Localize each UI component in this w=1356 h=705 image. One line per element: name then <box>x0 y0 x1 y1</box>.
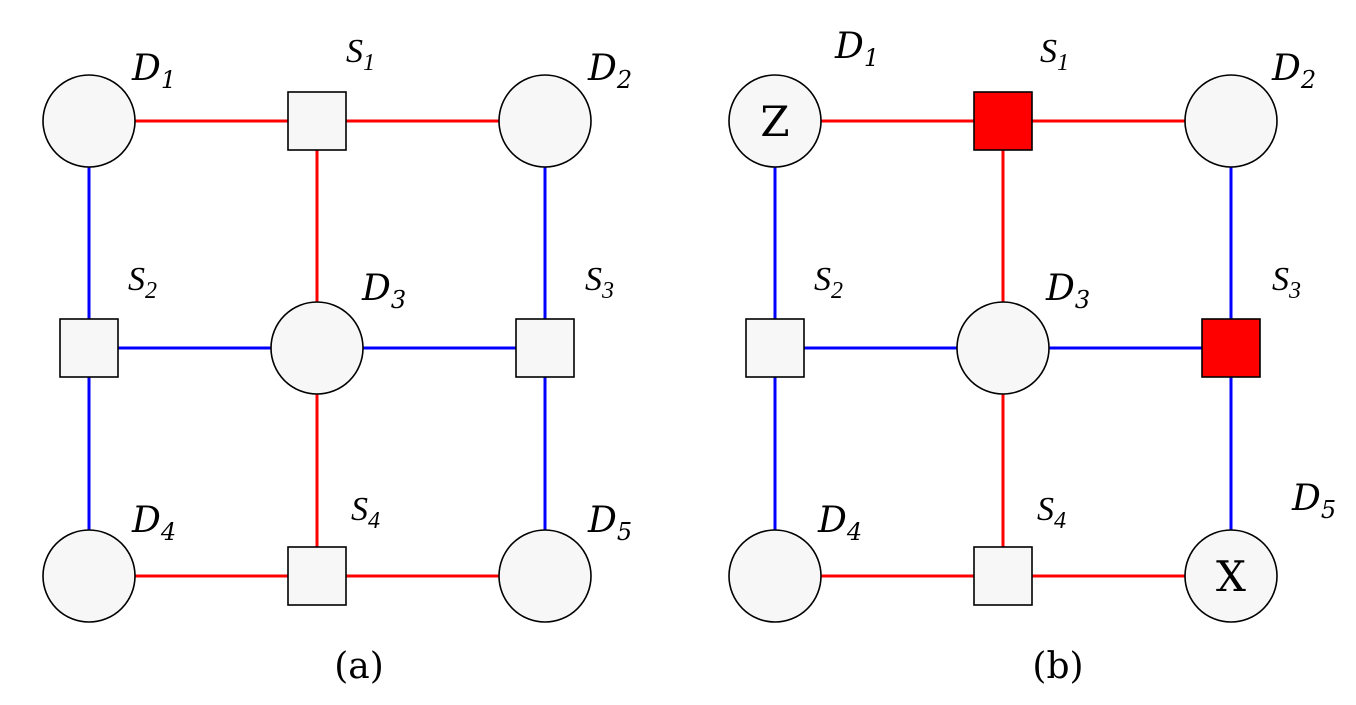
data-qubit-d1 <box>728 74 822 168</box>
panel-caption: (a) <box>334 646 384 687</box>
data-qubit-d4 <box>42 529 136 623</box>
data-qubit-d5 <box>1184 529 1278 623</box>
data-qubit-d2 <box>1184 74 1278 168</box>
data-qubit-d1 <box>42 74 136 168</box>
stabilizer-s3 <box>515 318 575 378</box>
stabilizer-s3 <box>1201 318 1261 378</box>
label-d5: D5 <box>1291 478 1336 524</box>
label-s2: S2 <box>814 261 843 304</box>
label-d1: D1 <box>834 26 879 72</box>
stabilizer-s2 <box>59 318 119 378</box>
marker-d5: X <box>1216 552 1246 601</box>
marker-d1: Z <box>760 97 789 146</box>
stabilizer-s2 <box>745 318 805 378</box>
label-s2: S2 <box>128 261 157 304</box>
stabilizer-s1 <box>287 91 347 151</box>
label-s1: S1 <box>1040 33 1069 76</box>
stabilizer-s1 <box>973 91 1033 151</box>
label-d4: D4 <box>817 500 862 546</box>
data-qubit-d3 <box>956 301 1050 395</box>
panel-caption: (b) <box>1032 646 1083 687</box>
label-s3: S3 <box>1272 261 1301 304</box>
data-qubit-d2 <box>498 74 592 168</box>
label-d3: D3 <box>1045 268 1090 314</box>
label-s4: S4 <box>351 491 380 534</box>
label-d2: D2 <box>1271 48 1316 94</box>
stabilizer-s4 <box>973 546 1033 606</box>
label-d1: D1 <box>131 48 176 94</box>
label-d2: D2 <box>587 48 632 94</box>
label-s3: S3 <box>585 261 614 304</box>
label-d3: D3 <box>361 268 406 314</box>
data-qubit-d4 <box>728 529 822 623</box>
label-d5: D5 <box>587 500 632 546</box>
stabilizer-s4 <box>287 546 347 606</box>
data-qubit-d5 <box>498 529 592 623</box>
data-qubit-d3 <box>270 301 364 395</box>
label-d4: D4 <box>131 500 176 546</box>
label-s4: S4 <box>1037 491 1066 534</box>
label-s1: S1 <box>346 33 375 76</box>
